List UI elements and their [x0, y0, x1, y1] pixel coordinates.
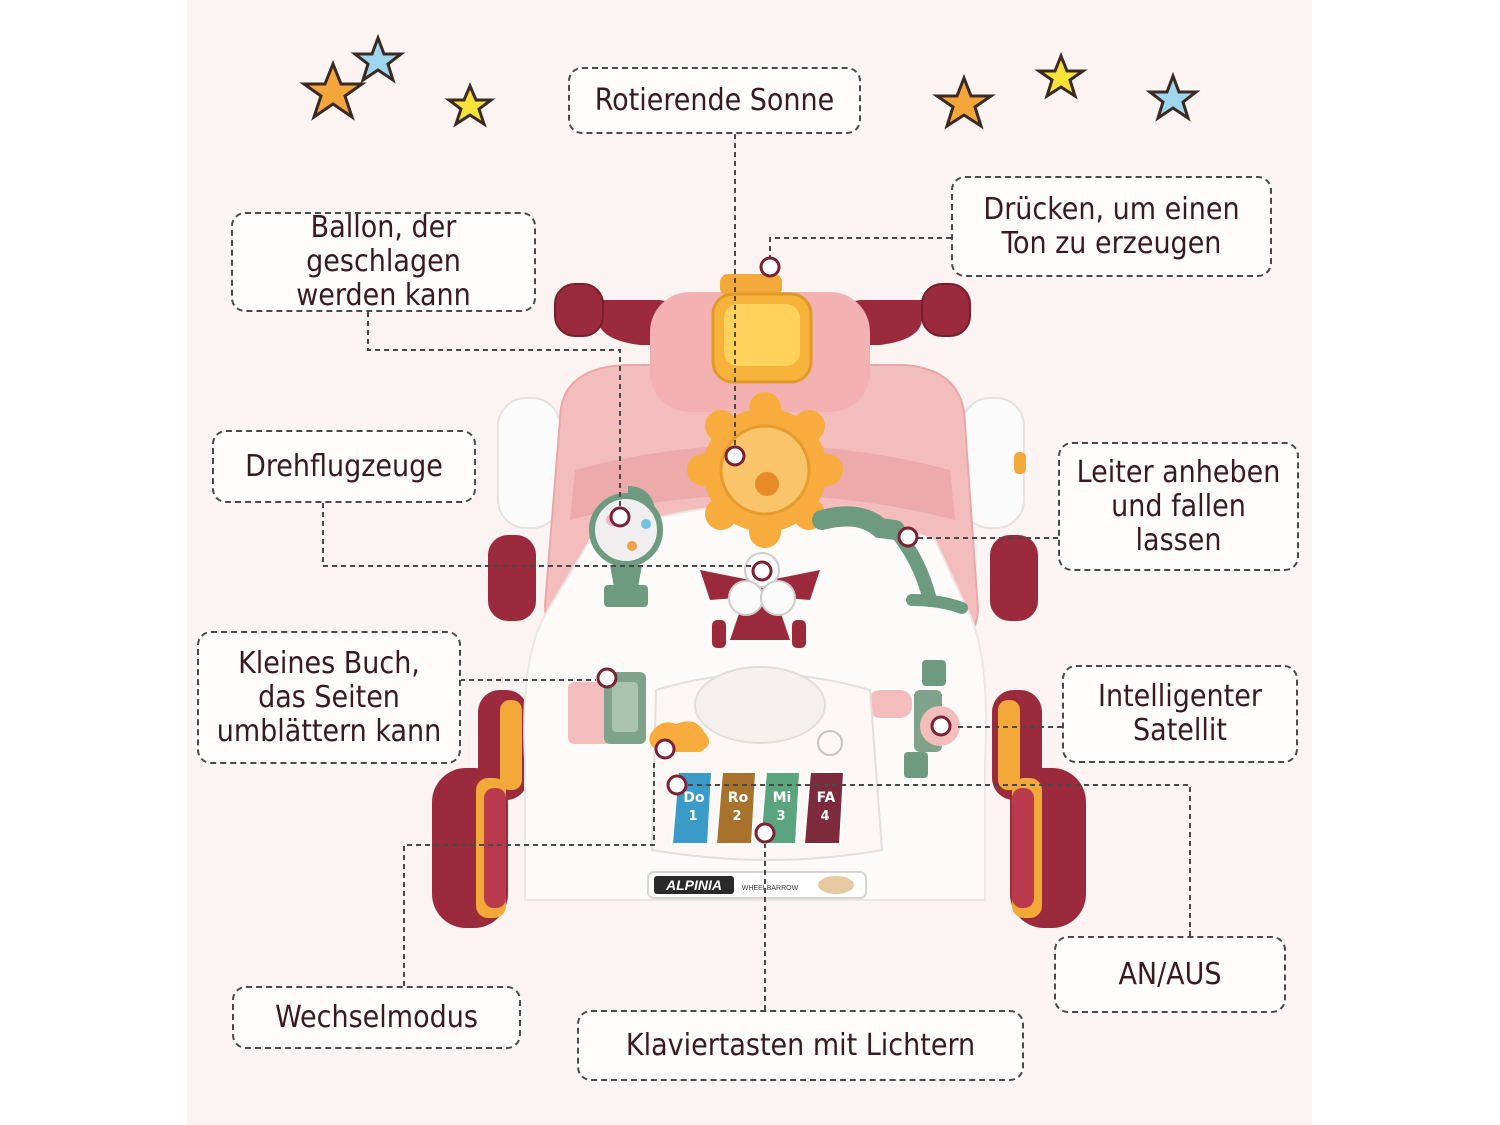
piano-key-note: FA [817, 790, 836, 806]
star-icon [1145, 71, 1201, 122]
satellite-icon [868, 660, 960, 778]
label-satellite: Intelligenter Satellit [1062, 665, 1298, 763]
piano-key-note: Do [683, 790, 705, 806]
piano-key-number: 3 [776, 809, 785, 824]
label-piano: Klaviertasten mit Lichtern [577, 1010, 1024, 1081]
star-icon [932, 73, 996, 130]
piano-key-number: 4 [820, 809, 829, 824]
book-icon [568, 672, 646, 744]
side-handle-right [961, 397, 1038, 621]
balloon-icon [589, 486, 663, 607]
sound-button-icon [711, 274, 813, 384]
piano-key-number: 1 [688, 809, 697, 824]
label-balloon: Ballon, der geschlagen werden kann [231, 211, 536, 313]
piano-key-note: Mi [773, 790, 792, 806]
star-icon [299, 59, 367, 121]
marker-dots [596, 256, 952, 844]
piano-key-number: 2 [732, 809, 741, 824]
side-handle-left [488, 397, 561, 621]
star-icon [1034, 51, 1088, 100]
star-icon [350, 33, 406, 84]
star-icon [444, 82, 496, 128]
leader-lines [322, 134, 1191, 1010]
piano-key: FA 4 [802, 771, 846, 845]
sub-brand-text: WHEELBARROW [742, 885, 799, 892]
piano-key-note: Ro [728, 790, 749, 806]
airplane-icon [700, 552, 820, 648]
front-wheel-right [1010, 768, 1086, 928]
brand-plate: ALPINIA WHEELBARROW [647, 871, 867, 899]
label-mode: Wechselmodus [232, 986, 521, 1049]
label-on-off: AN/AUS [1054, 936, 1286, 1013]
piano-key: Ro 2 [714, 771, 758, 845]
label-rotating-sun: Rotierende Sonne [568, 67, 861, 134]
brand-text: ALPINIA [665, 877, 722, 893]
label-ladder: Leiter anheben und fallen lassen [1058, 442, 1299, 571]
label-book: Kleines Buch, das Seiten umblättern kann [197, 631, 461, 764]
label-planes: Drehflugzeuge [212, 430, 476, 503]
front-wheel-left [432, 768, 508, 928]
label-press-sound: Drücken, um einen Ton zu erzeugen [951, 176, 1272, 277]
